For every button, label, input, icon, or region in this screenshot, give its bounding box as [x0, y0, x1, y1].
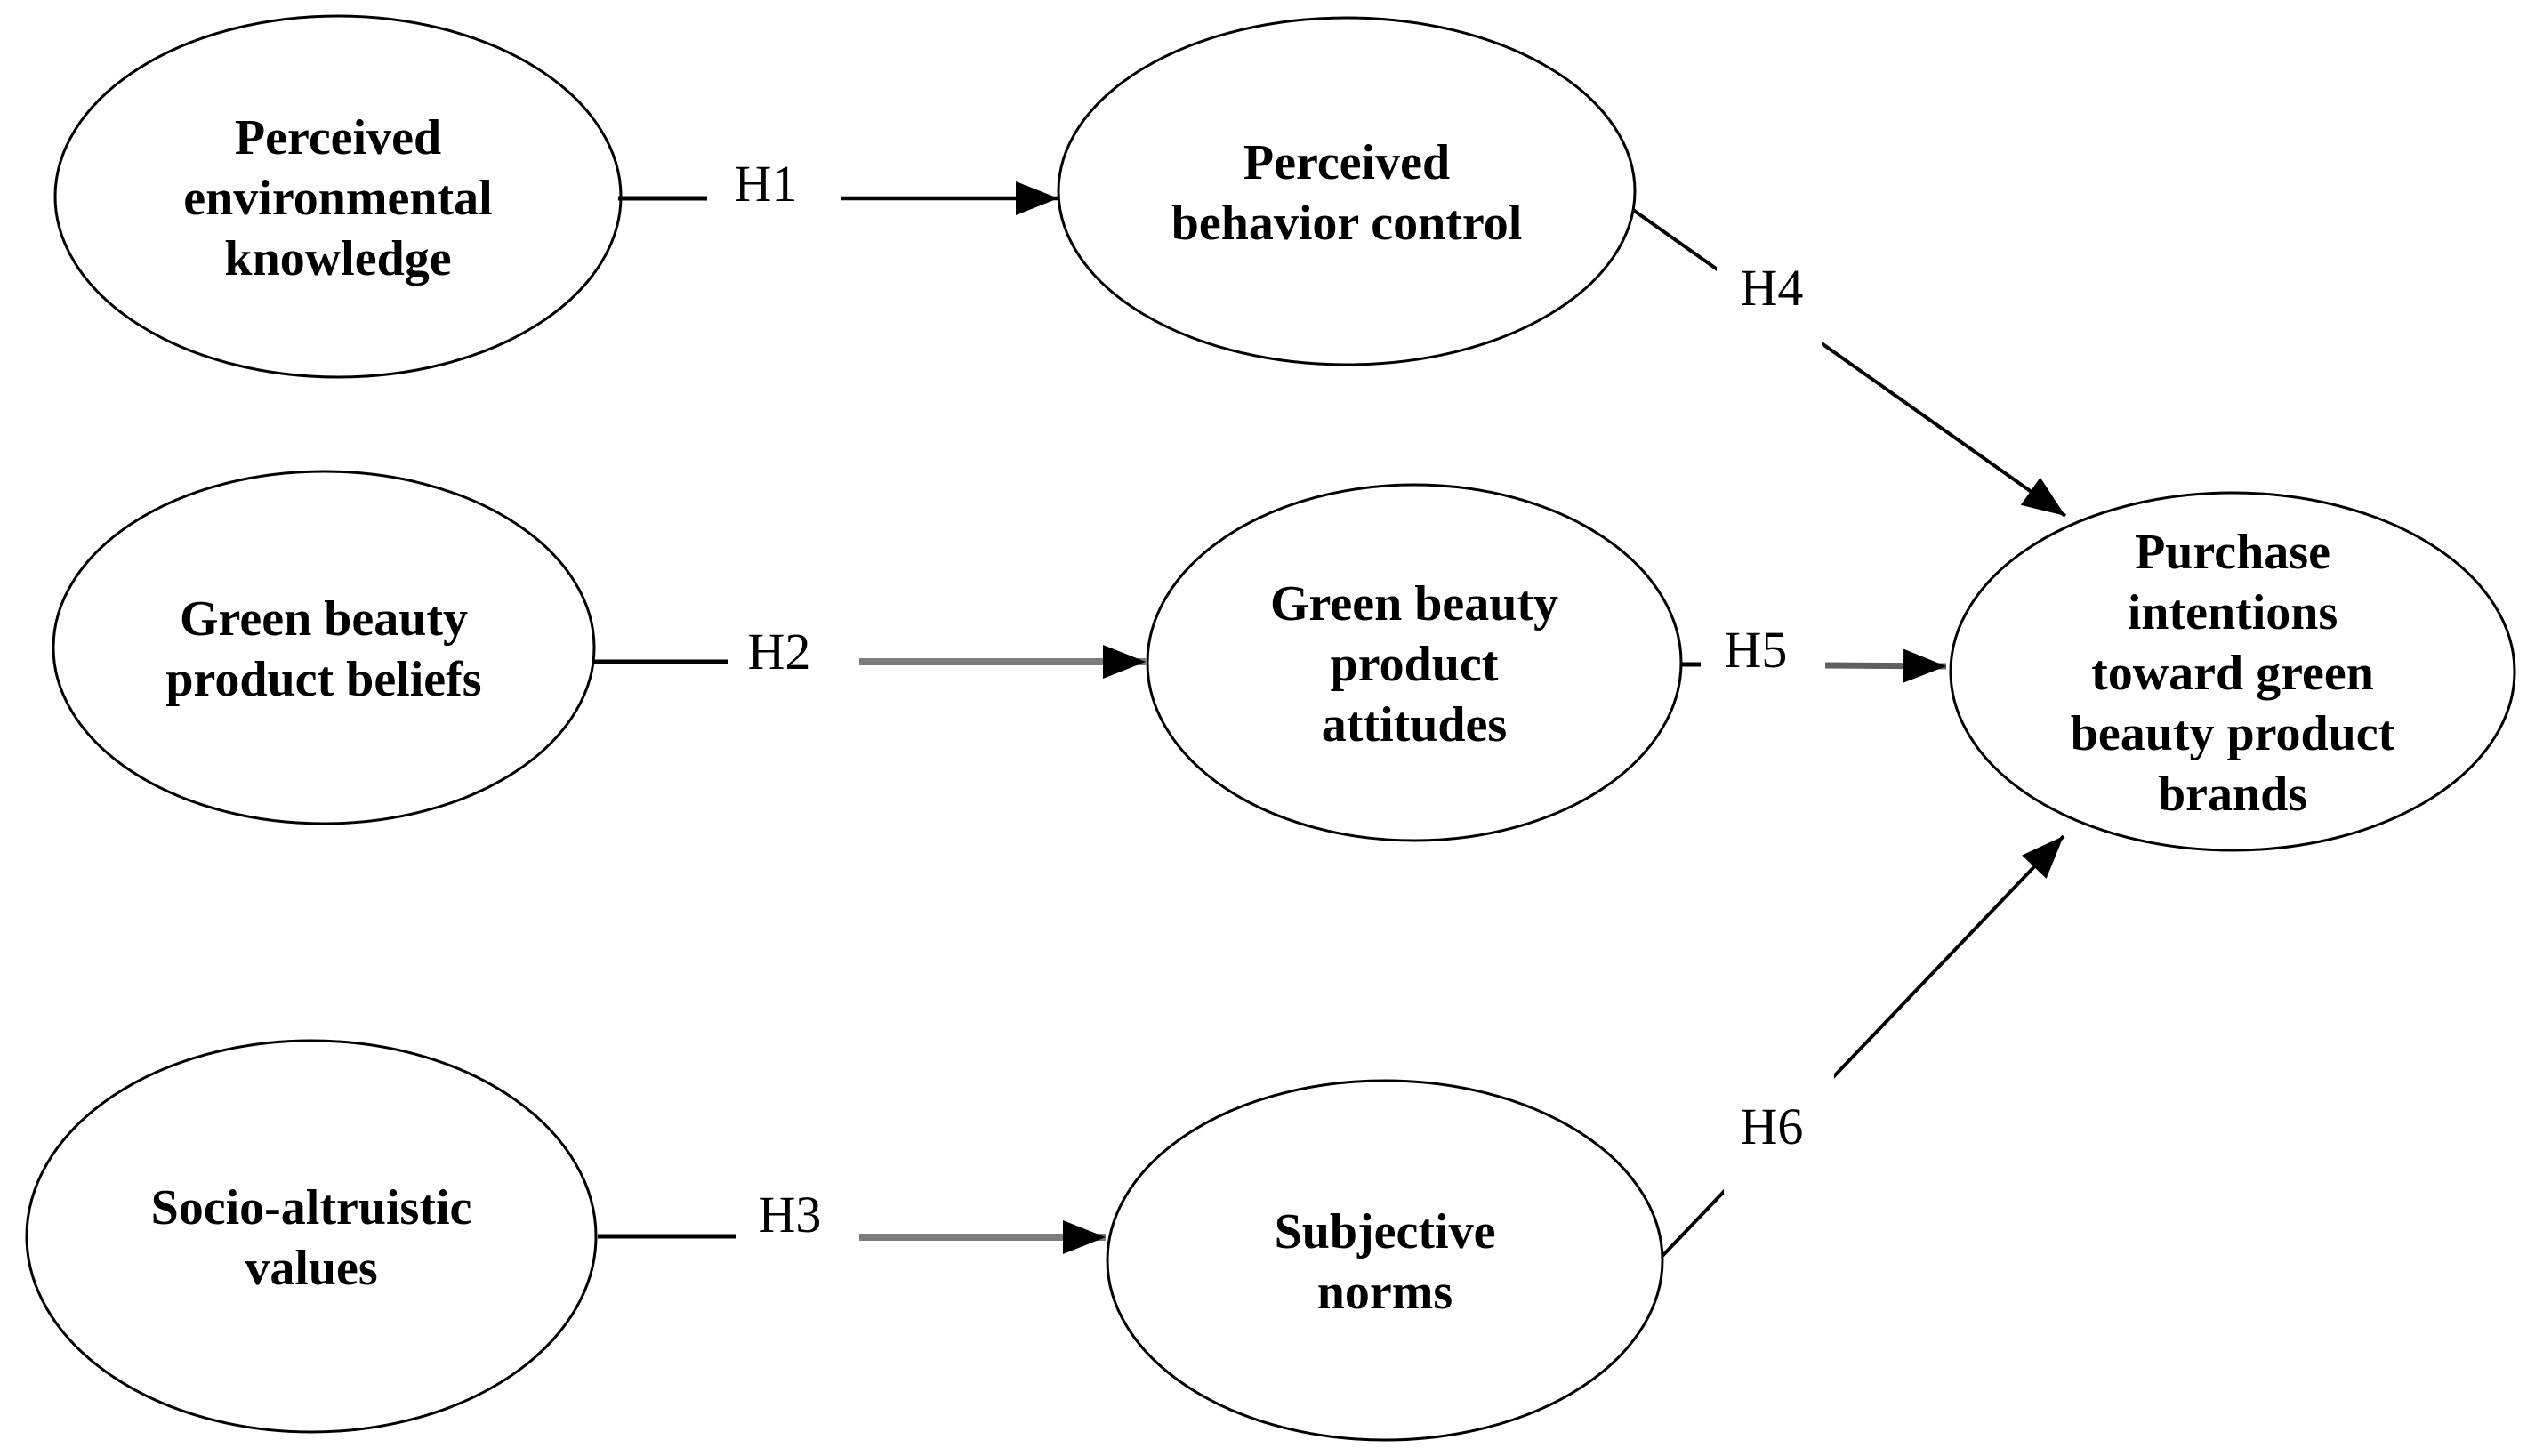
arrow-h3: [598, 1220, 1106, 1254]
node-ellipse: [1106, 1079, 1664, 1442]
arrow-h5-shaft: [1824, 648, 1947, 683]
node-ellipse: [1146, 483, 1683, 842]
hypothesis-label-h4: H4: [1741, 259, 1804, 317]
arrow-h4-shaft: [1631, 208, 2067, 518]
arrow-h6-label-gap: [1724, 1060, 1834, 1194]
arrow-h6: [1661, 834, 2065, 1258]
arrow-h4: [1631, 208, 2067, 518]
arrow-h5: [1682, 648, 1947, 683]
hypothesis-label-h2: H2: [748, 623, 811, 680]
hypothesis-label-h5: H5: [1725, 621, 1788, 679]
hypothesis-label-h1: H1: [735, 155, 798, 213]
node-ellipse: [25, 1039, 598, 1434]
hypothesis-label-h6: H6: [1741, 1098, 1804, 1155]
node-ellipse: [52, 470, 596, 825]
node-ellipse: [1949, 491, 2516, 852]
arrow-h4-label-gap: [1717, 251, 1822, 350]
hypothesis-label-h3: H3: [759, 1186, 822, 1243]
node-ellipse: [1057, 16, 1637, 366]
arrow-h6-shaft: [1661, 834, 2065, 1258]
